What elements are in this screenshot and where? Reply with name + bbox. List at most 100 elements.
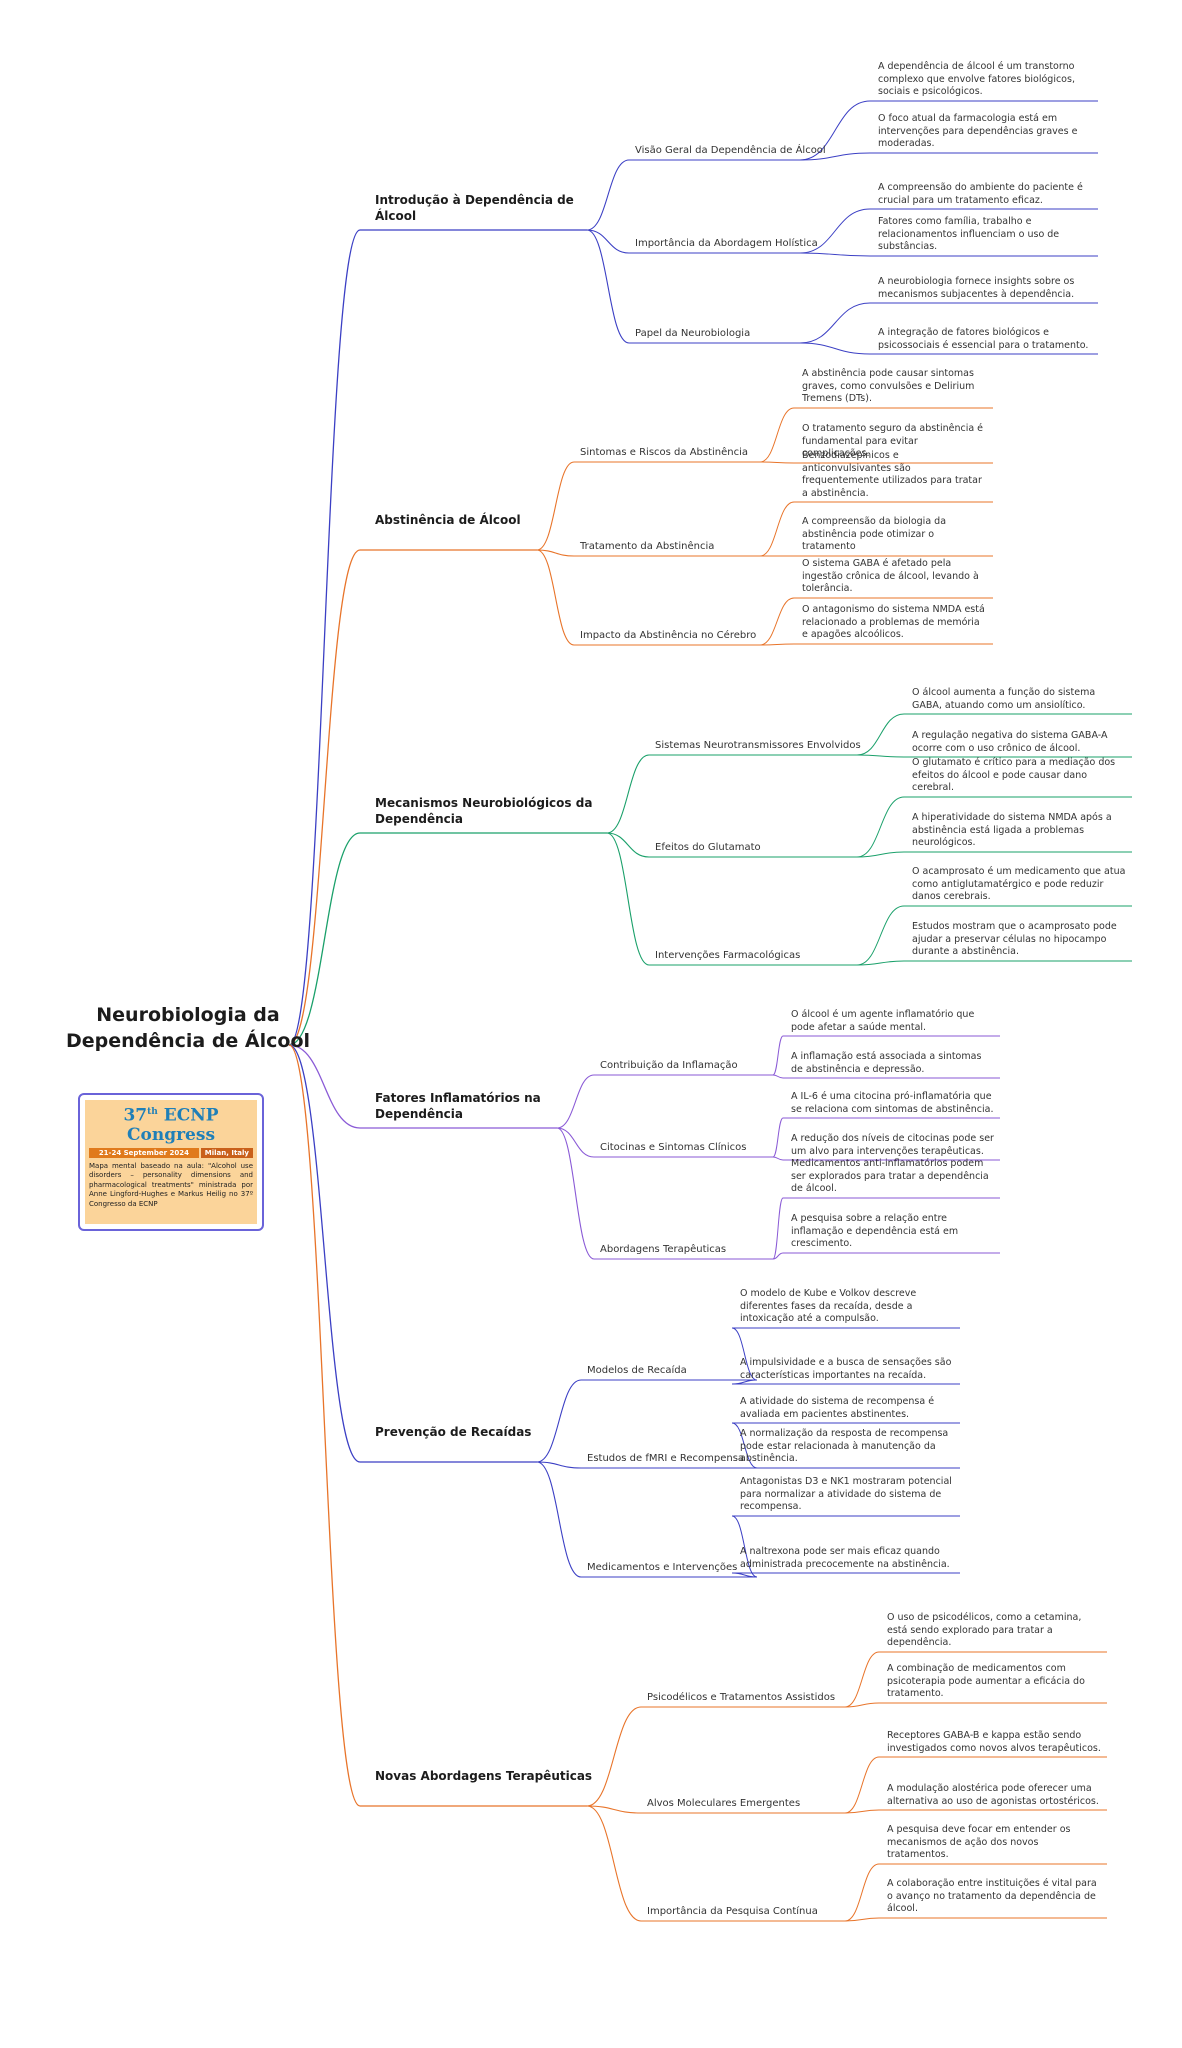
subtopic-to-note-connector	[759, 643, 795, 646]
subtopic[interactable]: Abordagens Terapêuticas	[600, 1244, 727, 1255]
note-text[interactable]: O álcool é um agente inflamatório que po…	[791, 1009, 975, 1033]
subtopic-to-note-connector	[772, 1252, 784, 1260]
subtopic-to-note-connector	[856, 754, 905, 758]
subtopic-to-note-connector	[844, 1702, 880, 1708]
branch-to-subtopic-connector	[606, 832, 650, 858]
subtopic[interactable]: Sistemas Neurotransmissores Envolvidos	[655, 740, 861, 751]
subtopic-to-note-connector	[856, 713, 905, 756]
subtopic-to-note-connector	[844, 1756, 880, 1814]
note-text[interactable]: A atividade do sistema de recompensa é a…	[740, 1396, 935, 1420]
congress-number-suffix: th	[147, 1107, 158, 1117]
branch-to-subtopic-connector	[556, 1127, 595, 1158]
subtopic[interactable]: Intervenções Farmacológicas	[655, 950, 801, 961]
branch-topic[interactable]: Introdução à Dependência de Álcool	[375, 193, 574, 223]
note-text[interactable]: O tratamento seguro da abstinência é fun…	[802, 423, 984, 459]
note-text[interactable]: A inflamação está associada a sintomas d…	[791, 1051, 982, 1075]
subtopic-to-note-connector	[772, 1156, 784, 1161]
subtopic-to-note-connector	[799, 302, 871, 344]
subtopic[interactable]: Tratamento da Abstinência	[580, 541, 715, 552]
subtopic-to-note-connector	[759, 501, 795, 557]
note-text[interactable]: Benzodiazepínicos e anticonvulsivantes s…	[802, 450, 982, 499]
subtopic-to-note-connector	[772, 1117, 784, 1158]
subtopic-to-note-connector	[799, 100, 871, 161]
note-text[interactable]: O foco atual da farmacologia está em int…	[878, 113, 1078, 149]
note-text[interactable]: Medicamentos anti-inflamatórios podem se…	[791, 1158, 989, 1194]
note-text[interactable]: A pesquisa sobre a relação entre inflama…	[791, 1213, 959, 1249]
branch-to-subtopic-connector	[556, 1074, 595, 1129]
note-text[interactable]: O sistema GABA é afetado pela ingestão c…	[802, 558, 979, 594]
subtopic[interactable]: Importância da Abordagem Holística	[635, 238, 818, 249]
subtopic[interactable]: Citocinas e Sintomas Clínicos	[600, 1142, 747, 1153]
info-card: 37th ECNP Congress 21-24 September 2024 …	[78, 1093, 264, 1231]
root-topic[interactable]: Neurobiologia da Dependência de Álcool	[65, 1004, 311, 1052]
subtopic[interactable]: Psicodélicos e Tratamentos Assistidos	[647, 1692, 836, 1703]
subtopic[interactable]: Papel da Neurobiologia	[635, 328, 751, 339]
note-text[interactable]: Receptores GABA-B e kappa estão sendo in…	[887, 1730, 1101, 1754]
note-text[interactable]: A pesquisa deve focar em entender os mec…	[887, 1824, 1071, 1860]
note-text[interactable]: A integração de fatores biológicos e psi…	[878, 327, 1089, 351]
note-text[interactable]: A naltrexona pode ser mais eficaz quando…	[740, 1546, 950, 1570]
subtopic-to-note-connector	[844, 1651, 880, 1708]
subtopic[interactable]: Modelos de Recaída	[587, 1365, 687, 1376]
note-text[interactable]: Estudos mostram que o acamprosato pode a…	[912, 921, 1117, 957]
note-text[interactable]: A redução dos níveis de citocinas pode s…	[791, 1133, 994, 1157]
subtopic[interactable]: Visão Geral da Dependência de Álcool	[635, 145, 826, 156]
subtopic-to-note-connector	[759, 407, 795, 463]
branch-to-subtopic-connector	[586, 229, 630, 344]
subtopic-to-note-connector	[759, 461, 795, 464]
branch-topic[interactable]: Prevenção de Recaídas	[375, 1425, 532, 1439]
note-text[interactable]: A abstinência pode causar sintomas grave…	[802, 368, 975, 404]
note-text[interactable]: A IL-6 é uma citocina pró-inflamatória q…	[791, 1091, 994, 1115]
note-text[interactable]: A neurobiologia fornece insights sobre o…	[878, 276, 1075, 300]
subtopic-to-note-connector	[856, 960, 905, 966]
note-text[interactable]: A colaboração entre instituições é vital…	[887, 1878, 1097, 1914]
note-text[interactable]: A combinação de medicamentos com psicote…	[887, 1663, 1085, 1699]
note-text[interactable]: O glutamato é crítico para a mediação do…	[912, 757, 1116, 793]
subtopic-to-note-connector	[731, 1327, 758, 1381]
note-text[interactable]: A modulação alostérica pode oferecer uma…	[887, 1783, 1099, 1807]
branch-topic[interactable]: Mecanismos Neurobiológicos da Dependênci…	[375, 796, 593, 826]
subtopic-to-note-connector	[799, 208, 871, 254]
subtopic-to-note-connector	[799, 152, 871, 161]
subtopic[interactable]: Importância da Pesquisa Contínua	[647, 1906, 818, 1917]
note-text[interactable]: O álcool aumenta a função do sistema GAB…	[912, 687, 1096, 711]
branch-to-subtopic-connector	[556, 1127, 595, 1260]
branch-to-subtopic-connector	[586, 229, 630, 254]
branch-topic[interactable]: Abstinência de Álcool	[375, 513, 521, 527]
subtopic-to-note-connector	[772, 1035, 784, 1076]
root-to-branch-connector	[288, 229, 361, 1046]
note-text[interactable]: A compreensão do ambiente do paciente é …	[878, 182, 1083, 206]
note-text[interactable]: O antagonismo do sistema NMDA está relac…	[802, 604, 985, 640]
note-text[interactable]: O acamprosato é um medicamento que atua …	[912, 866, 1126, 902]
branch-topic[interactable]: Fatores Inflamatórios na Dependência	[375, 1091, 541, 1121]
note-text[interactable]: Antagonistas D3 e NK1 mostraram potencia…	[740, 1476, 952, 1512]
subtopic[interactable]: Estudos de fMRI e Recompensa	[587, 1453, 745, 1464]
subtopic[interactable]: Contribuição da Inflamação	[600, 1060, 738, 1071]
note-text[interactable]: A compreensão da biologia da abstinência…	[802, 516, 947, 552]
branch-to-subtopic-connector	[606, 754, 650, 834]
note-text[interactable]: A regulação negativa do sistema GABA-A o…	[912, 730, 1108, 754]
congress-title: 37th ECNP Congress	[89, 1103, 253, 1145]
note-text[interactable]: O uso de psicodélicos, como a cetamina, …	[887, 1612, 1082, 1648]
branch-topic[interactable]: Novas Abordagens Terapêuticas	[375, 1769, 593, 1783]
subtopic-to-note-connector	[759, 597, 795, 646]
subtopic[interactable]: Efeitos do Glutamato	[655, 842, 761, 853]
note-text[interactable]: A normalização da resposta de recompensa…	[740, 1428, 949, 1464]
root-to-branch-connector	[288, 1044, 361, 1463]
congress-dates: 21-24 September 2024	[98, 1148, 189, 1157]
subtopic-to-note-connector	[856, 851, 905, 858]
congress-date-strip: 21-24 September 2024 Milan, Italy	[89, 1147, 253, 1158]
note-text[interactable]: O modelo de Kube e Volkov descreve difer…	[740, 1288, 917, 1324]
subtopic[interactable]: Alvos Moleculares Emergentes	[647, 1798, 801, 1809]
subtopic-to-note-connector	[772, 1074, 784, 1079]
note-text[interactable]: A dependência de álcool é um transtorno …	[878, 61, 1075, 97]
note-text[interactable]: A impulsividade e a busca de sensações s…	[740, 1357, 952, 1381]
subtopic[interactable]: Impacto da Abstinência no Cérebro	[580, 630, 757, 641]
subtopic-to-note-connector	[731, 1515, 758, 1578]
subtopic[interactable]: Sintomas e Riscos da Abstinência	[580, 447, 749, 458]
info-card-inner: 37th ECNP Congress 21-24 September 2024 …	[85, 1100, 257, 1224]
note-text[interactable]: A hiperatividade do sistema NMDA após a …	[912, 812, 1112, 848]
note-text[interactable]: Fatores como família, trabalho e relacio…	[878, 216, 1060, 252]
subtopic[interactable]: Medicamentos e Intervenções	[587, 1562, 738, 1573]
